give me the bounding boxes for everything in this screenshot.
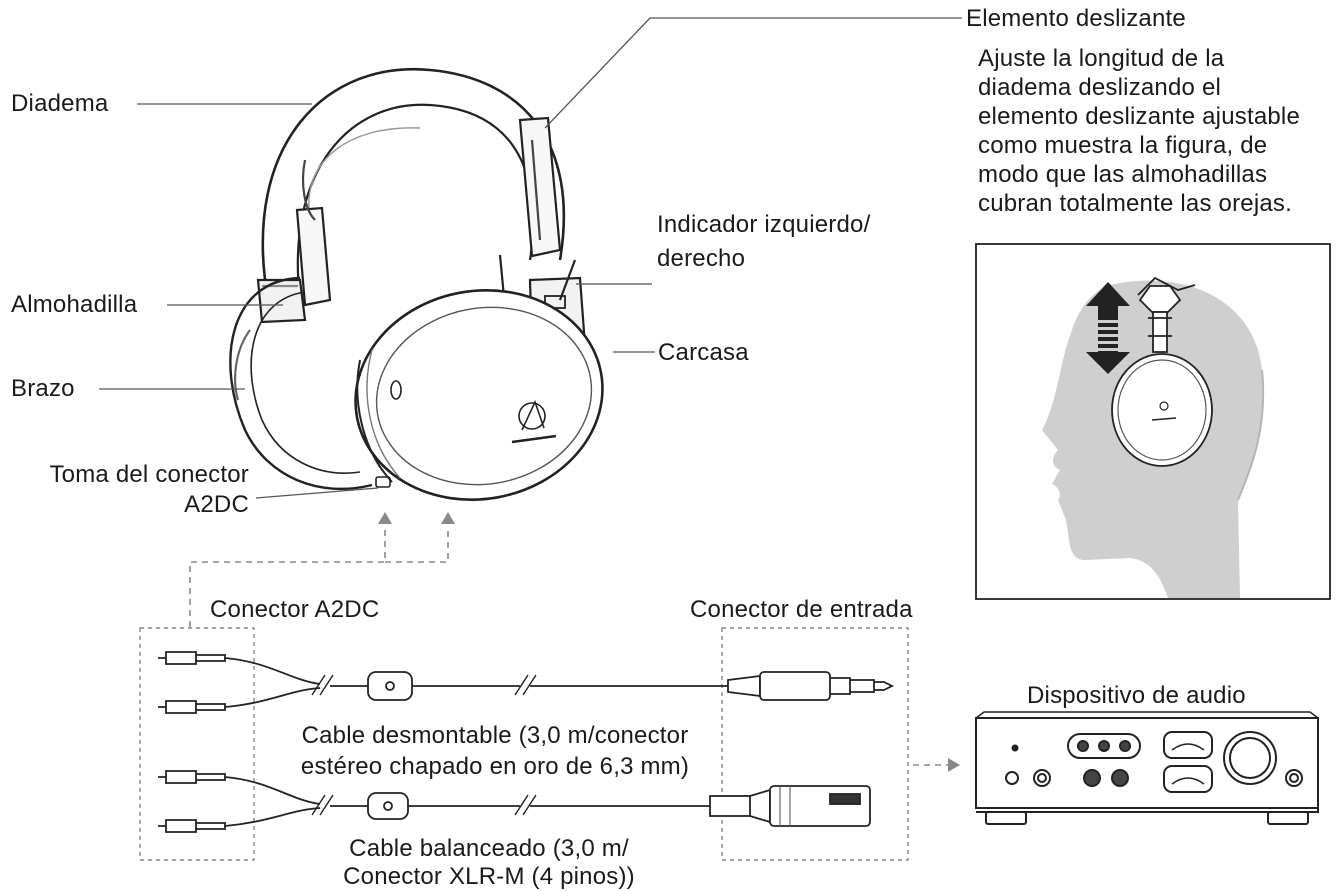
- head-illustration-box: [975, 243, 1331, 600]
- a2dc-plug-icon: [158, 651, 226, 714]
- a2dc-plug-icon: [158, 770, 226, 833]
- audio-device-icon: [975, 711, 1319, 825]
- label-balanced-cable: Cable balanceado (3,0 m/ Conector XLR-M …: [343, 835, 635, 890]
- detachable-cable-icon: [158, 651, 895, 714]
- leader-lines: [99, 17, 962, 499]
- label-slider: Elemento deslizante: [966, 5, 1186, 32]
- label-input-connector: Conector de entrada: [690, 596, 913, 623]
- label-a2dc-jack: Toma del conector A2DC: [49, 461, 249, 518]
- label-earpad: Almohadilla: [11, 291, 138, 318]
- connector-boxes: [139, 627, 909, 861]
- label-audio-device: Dispositivo de audio: [1027, 682, 1246, 709]
- label-a2dc-connector: Conector A2DC: [210, 596, 380, 623]
- connection-dashes: [189, 530, 950, 766]
- label-detachable-cable: Cable desmontable (3,0 m/conector estére…: [300, 722, 690, 780]
- label-housing: Carcasa: [658, 339, 749, 366]
- xlr-plug-icon: [709, 785, 871, 827]
- mini-headphones-icon: [1111, 276, 1213, 467]
- adjust-arrow-icon: [1086, 282, 1130, 374]
- label-left-right-indicator: Indicador izquierdo/ derecho: [657, 211, 871, 272]
- headphones-icon: [229, 67, 604, 501]
- label-slider-description: Ajuste la longitud de la diadema desliza…: [978, 45, 1301, 217]
- balanced-cable-icon: [158, 770, 871, 833]
- phone-plug-icon: [727, 671, 895, 701]
- label-headband: Diadema: [11, 90, 109, 117]
- label-arm: Brazo: [11, 375, 75, 402]
- arrowheads: [378, 512, 960, 772]
